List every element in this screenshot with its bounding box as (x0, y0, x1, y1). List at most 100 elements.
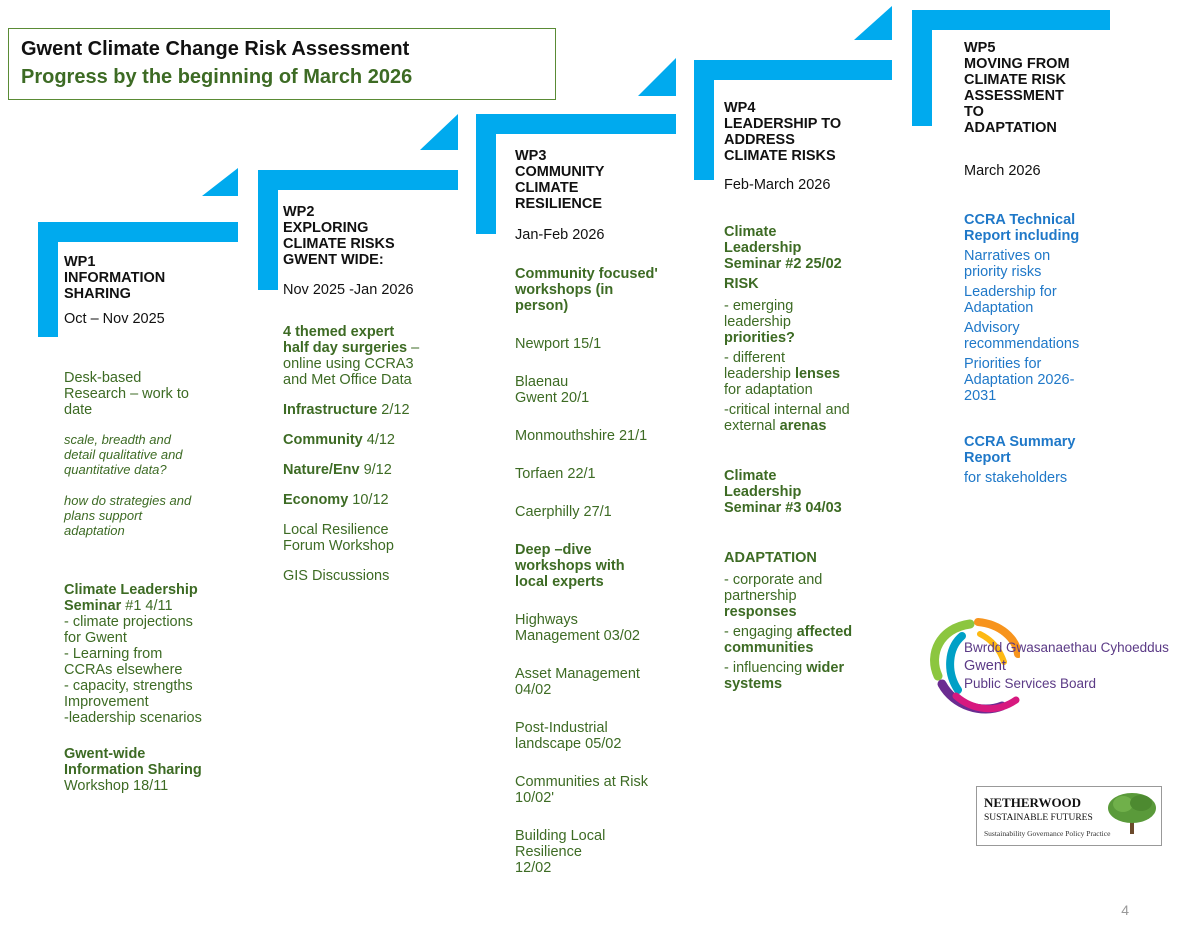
wp1-info-sharing-date: Workshop 18/11 (64, 778, 169, 794)
wp5-heading: WP5 MOVING FROM CLIMATE RISK ASSESSMENT … (964, 40, 1070, 136)
wp2-economy-label: Economy (283, 492, 349, 508)
wp3-item: Caerphilly 27/1 (515, 504, 612, 520)
wp2-community-label: Community (283, 432, 363, 448)
wp5-column: CCRA Technical Report including Narrativ… (964, 212, 1134, 500)
wp1-seminar-1: Climate Leadership Seminar #1 4/11- clim… (64, 582, 244, 726)
wp3-item: Post-Industrial landscape 05/02 (515, 720, 622, 752)
wp4-adaptation-heading: ADAPTATION (724, 550, 817, 566)
wp2-surgeries-title: 4 themed expert half day surgeries (283, 324, 408, 356)
wp1-heading: WP1 INFORMATION SHARING (64, 254, 166, 302)
wp2-surgeries-detail: – online using CCRA3 and Met Office Data (283, 340, 420, 388)
wp4-seminar-2: Climate Leadership Seminar #2 25/02 (724, 224, 842, 272)
step1-arrow (202, 168, 238, 196)
wp2-nature-date: 9/12 (359, 462, 392, 478)
wp5-item: Narratives on priority risks (964, 248, 1051, 280)
wp2-row-infrastructure: Infrastructure 2/12 (283, 402, 453, 418)
wp2-economy-date: 10/12 (348, 492, 389, 508)
wp2-row-nature: Nature/Env 9/12 (283, 462, 453, 478)
wp2-heading: WP2 EXPLORING CLIMATE RISKS GWENT WIDE: (283, 204, 395, 268)
psb-welsh-name: Bwrdd Gwasanaethau Cyhoeddus (964, 640, 1169, 655)
psb-swirl-icon (930, 618, 1020, 714)
wp4-adapt-point-1-text: - corporate and partnership (724, 572, 823, 604)
wp4-risk-point-2: - different leadership lenses for adapta… (724, 350, 894, 398)
wp4-risk-heading: RISK (724, 276, 759, 292)
wp4-adapt-point-2-text: - engaging (724, 624, 797, 640)
step3-arrow (638, 58, 676, 96)
wp3-item: Monmouthshire 21/1 (515, 428, 648, 444)
wp1-seminar-1-title: Climate Leadership Seminar (64, 582, 198, 614)
wp5-date: March 2026 (964, 163, 1041, 179)
wp2-community-date: 4/12 (362, 432, 395, 448)
wp1-italic-note-2: how do strategies and plans support adap… (64, 493, 192, 538)
title-line1: Gwent Climate Change Risk Assessment (21, 38, 410, 60)
step3-side (476, 114, 496, 234)
gwent-psb-logo: Bwrdd Gwasanaethau Cyhoeddus Gwent Publi… (920, 614, 1190, 724)
step1-top (38, 222, 238, 242)
wp2-column: 4 themed expert half day surgeries – onl… (283, 324, 453, 598)
psb-gwent: Gwent (964, 658, 1006, 674)
wp2-surgeries: 4 themed expert half day surgeries – onl… (283, 324, 453, 388)
wp4-risk-point-1-bold: priorities? (724, 330, 795, 346)
wp3-item: Communities at Risk 10/02' (515, 774, 648, 806)
title-box: Gwent Climate Change Risk Assessment Pro… (8, 28, 556, 100)
wp1-date: Oct – Nov 2025 (64, 311, 165, 327)
step2-arrow (420, 114, 458, 150)
wp4-seminar-3: Climate Leadership Seminar #3 04/03 (724, 468, 842, 516)
wp4-risk-point-2-tail: for adaptation (724, 382, 813, 398)
wp3-item: Blaenau Gwent 20/1 (515, 374, 590, 406)
wp2-date: Nov 2025 -Jan 2026 (283, 282, 414, 298)
wp2-lrf-workshop: Local Resilience Forum Workshop (283, 522, 394, 554)
wp4-risk-point-2-text: - different leadership (724, 350, 791, 382)
step1-side (38, 222, 58, 337)
wp4-risk-point-3-text: -critical internal and external (724, 402, 850, 434)
wp5-item: Advisory recommendations (964, 320, 1080, 352)
wp4-risk-point-3: -critical internal and external arenas (724, 402, 894, 434)
wp2-row-community: Community 4/12 (283, 432, 453, 448)
wp4-column: Climate Leadership Seminar #2 25/02 RISK… (724, 224, 894, 706)
wp3-deep-dive-heading: Deep –dive workshops with local experts (515, 542, 625, 590)
wp3-column: Community focused' workshops (in person)… (515, 266, 690, 890)
wp4-risk-point-3-bold: arenas (779, 418, 827, 434)
tree-icon (1108, 793, 1156, 834)
wp3-date: Jan-Feb 2026 (515, 227, 605, 243)
wp4-heading: WP4 LEADERSHIP TO ADDRESS CLIMATE RISKS (724, 100, 842, 164)
wp4-adapt-point-3: - influencing wider systems (724, 660, 894, 692)
wp2-nature-label: Nature/Env (283, 462, 360, 478)
wp5-summary-report-heading: CCRA Summary Report (964, 434, 1076, 466)
wp3-item: Asset Management 04/02 (515, 666, 640, 698)
step5-top (912, 10, 1110, 30)
wp1-seminar-1-points: - climate projections for Gwent - Learni… (64, 614, 202, 726)
wp3-community-workshops-heading: Community focused' workshops (in person) (515, 266, 658, 314)
wp2-gis: GIS Discussions (283, 568, 390, 584)
wp4-risk-point-1: - emerging leadership priorities? (724, 298, 894, 346)
step5-side (912, 10, 932, 126)
wp4-risk-point-2-bold: lenses (794, 366, 841, 382)
wp4-date: Feb-March 2026 (724, 177, 831, 193)
wp4-adapt-point-1: - corporate and partnership responses (724, 572, 894, 620)
wp4-adapt-point-2-bold: affected communities (724, 624, 853, 656)
step2-top (258, 170, 458, 190)
step2-side (258, 170, 278, 290)
step3-top (476, 114, 676, 134)
wp3-item: Newport 15/1 (515, 336, 602, 352)
netherwood-name: NETHERWOOD (984, 795, 1082, 810)
wp5-item: Priorities for Adaptation 2026- 2031 (964, 356, 1075, 404)
wp5-technical-report-heading: CCRA Technical Report including (964, 212, 1080, 244)
step4-side (694, 60, 714, 180)
title-line2: Progress by the beginning of March 2026 (21, 66, 413, 88)
step4-arrow (854, 6, 892, 40)
wp4-risk-point-1-text: - emerging leadership (724, 298, 794, 330)
netherwood-values: Sustainability Governance Policy Practic… (984, 829, 1111, 838)
wp5-summary-report-sub: for stakeholders (964, 470, 1068, 486)
wp1-italic-note-1: scale, breadth and detail qualitative an… (64, 432, 183, 477)
wp2-infrastructure-date: 2/12 (377, 402, 410, 418)
wp1-info-sharing-title: Gwent-wide Information Sharing (64, 746, 202, 778)
wp2-infrastructure-label: Infrastructure (283, 402, 378, 418)
netherwood-tagline: SUSTAINABLE FUTURES (984, 813, 1093, 823)
wp1-desk-research: Desk-based Research – work to date (64, 370, 189, 418)
wp2-row-economy: Economy 10/12 (283, 492, 453, 508)
wp4-adapt-point-2: - engaging affected communities (724, 624, 894, 656)
psb-english-name: Public Services Board (964, 676, 1097, 691)
wp3-item: Highways Management 03/02 (515, 612, 640, 644)
